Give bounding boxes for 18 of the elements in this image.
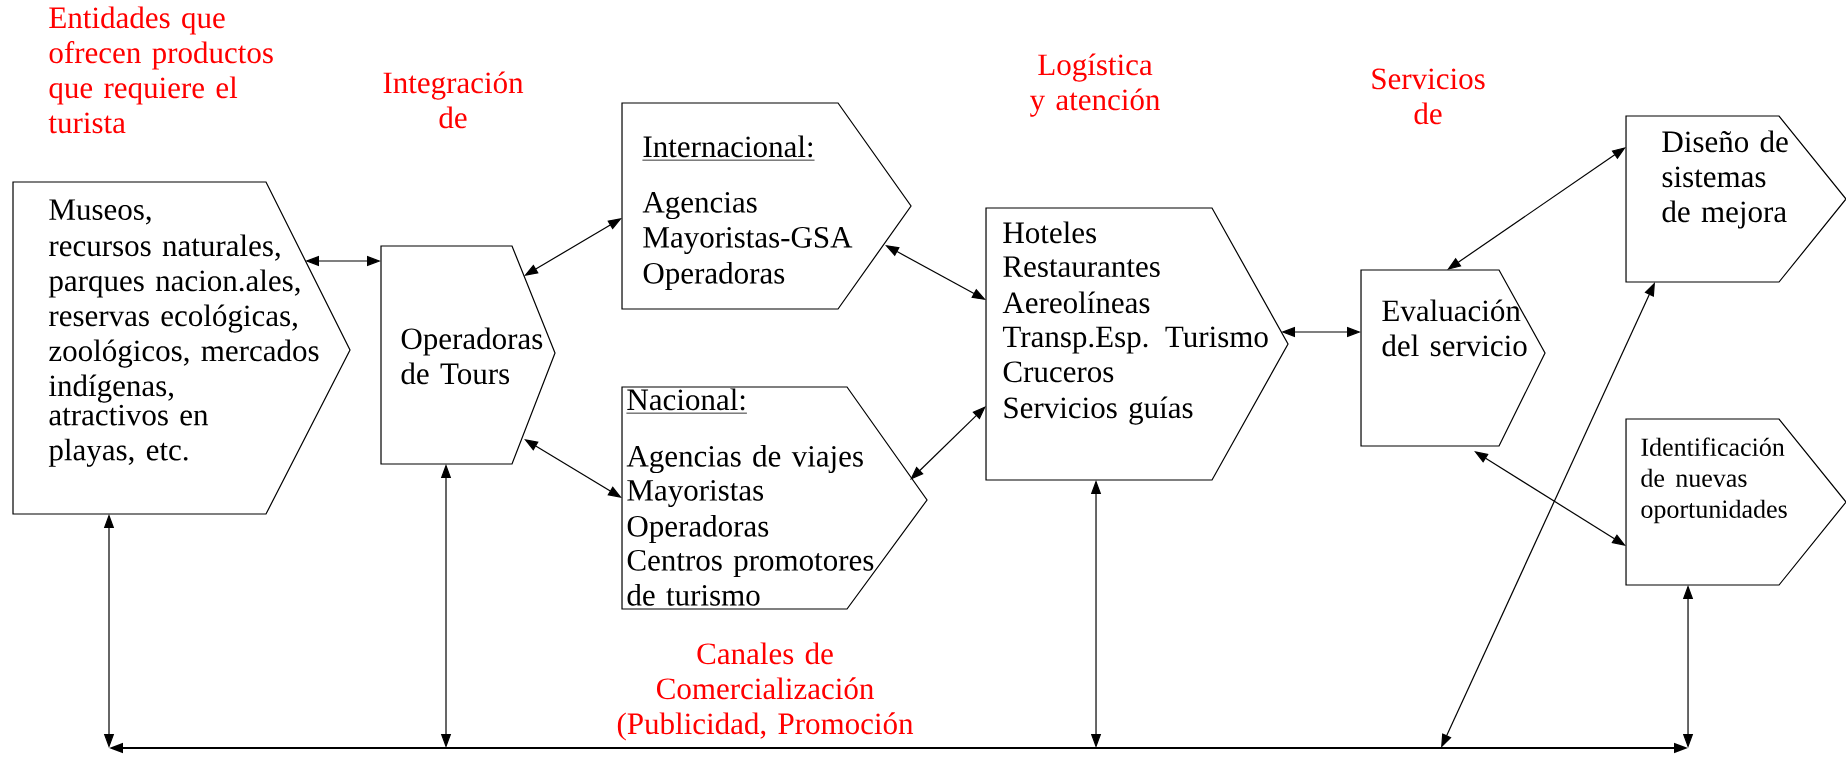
arrow [910, 406, 986, 480]
process-box: Internacional: Agencias Mayoristas-GSA Operadoras [621, 102, 912, 310]
stage-label: Integración de [383, 71, 524, 129]
arrow [1474, 451, 1626, 546]
process-box: Operadoras de Tours [380, 245, 556, 465]
stage-label: Entidades que ofrecen productos que requiere el turista [48, 6, 273, 134]
process-box: Diseño de sistemas de mejora [1625, 115, 1846, 283]
process-box: Identificación de nuevas oportunidades [1625, 418, 1846, 586]
stage-label: Servicios de [1372, 68, 1485, 125]
arrow [524, 218, 622, 276]
stage-label: Logística y atención [1029, 53, 1160, 117]
arrow [524, 439, 622, 498]
stage-label: Canales de Comercialización (Publicidad, Promoción [617, 642, 914, 741]
process-box: Museos, recursos naturales, parques nacion.ales, reservas ecológicas, zoológicos, mercados indígenas, atractivos en playas, etc. [12, 181, 351, 515]
process-box: Hoteles Restaurantes Aereolíneas Transp.Esp. Turismo Cruceros Servicios guías [985, 207, 1289, 481]
process-box: Nacional: Agencias de viajes Mayoristas Operadoras Centros promotores de turismo [621, 386, 928, 610]
arrow [1447, 147, 1626, 270]
process-box: Evaluación del servicio [1360, 269, 1546, 447]
